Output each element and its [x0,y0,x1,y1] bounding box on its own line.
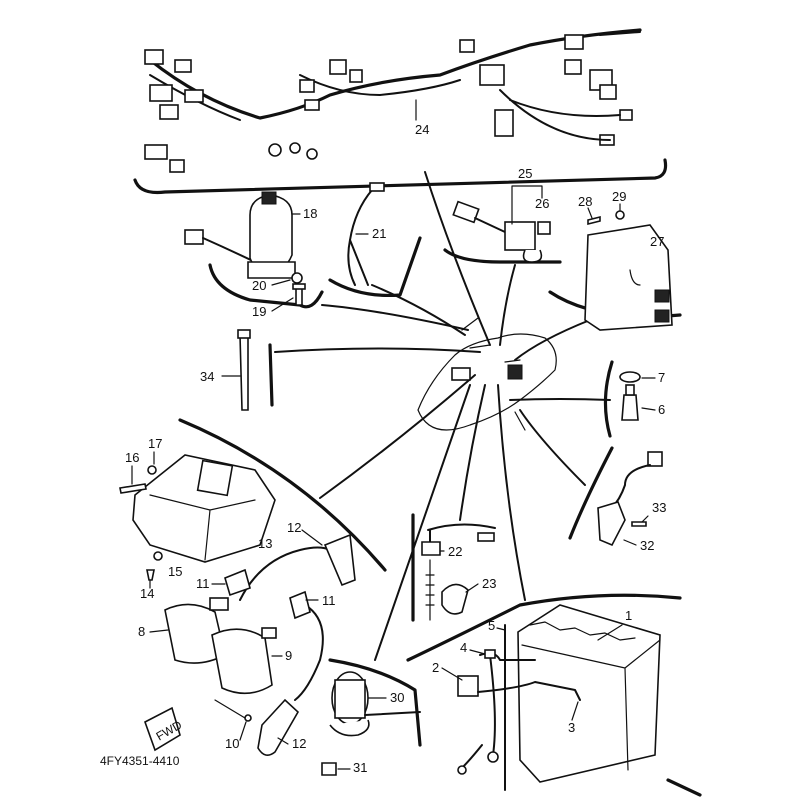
callout-28: 28 [578,194,592,209]
callout-1: 1 [625,608,632,623]
callout-10: 10 [225,736,239,751]
wire-harness-24 [144,28,642,173]
callout-15: 15 [168,564,182,579]
callout-30: 30 [390,690,404,705]
switch-icon [421,541,441,556]
callout-labels: 1 2 3 4 5 6 7 8 9 10 11 11 12 12 13 14 1… [125,122,666,775]
callout-25: 25 [518,166,532,181]
neutral-switch-6-7 [619,371,641,421]
callout-21: 21 [372,226,386,241]
callout-24: 24 [415,122,429,137]
callout-20: 20 [252,278,266,293]
callout-17: 17 [148,436,162,451]
connector-icon [647,451,663,467]
tie-band-34 [237,329,251,411]
callout-16: 16 [125,450,139,465]
callout-5: 5 [488,618,495,633]
callout-22: 22 [448,544,462,559]
relay-icon [504,221,536,251]
battery-icon [517,604,661,783]
callout-8: 8 [138,624,145,639]
control-unit-icon [584,224,673,331]
callout-14: 14 [140,586,154,601]
ignition-coils [164,533,356,756]
screw-icon [631,521,647,527]
callout-27: 27 [650,234,664,249]
connector-icon [184,229,204,245]
callout-9: 9 [285,648,292,663]
gasket-icon [619,371,641,383]
relay-block-icon [507,364,523,380]
frame-outline [417,317,557,431]
callout-26: 26 [535,196,549,211]
control-unit-27 [584,210,673,331]
callout-12b: 12 [292,736,306,751]
switch-icon [597,501,626,547]
coil-cover-13 [119,454,276,581]
cable-tie-icon [239,334,249,411]
callout-2: 2 [432,660,439,675]
switch-22-23 [421,523,496,621]
starter-30-31 [321,671,421,776]
washer-icon [291,272,303,284]
screw-icon [119,483,147,494]
ignition-switch-icon [249,194,293,273]
callout-3: 3 [568,720,575,735]
battery-group [457,604,661,791]
callout-31: 31 [353,760,367,775]
holder-icon [457,675,479,697]
ignition-switch-group [184,191,306,306]
lead-wire-21 [347,182,385,286]
plug-cap-icon [323,533,356,587]
callout-34: 34 [200,369,214,384]
plug-cap-icon [224,568,251,597]
callout-12a: 12 [287,520,301,535]
callout-33: 33 [652,500,666,515]
callout-11a: 11 [196,576,210,591]
leader-lines [274,171,611,661]
callout-11b: 11 [322,593,336,608]
callout-7: 7 [658,370,665,385]
fwd-arrow: FWD [144,706,185,752]
bolt-icon [295,287,303,306]
callout-23: 23 [482,576,496,591]
bracket-plate-icon [451,367,471,381]
drawing-code: 4FY4351-4410 [100,754,180,768]
plug-cap-icon [257,698,300,756]
bolt-icon [321,762,337,776]
screw-icon [587,215,601,226]
callout-13: 13 [258,536,272,551]
relay-25-26 [452,200,551,263]
bracket-icon [441,583,469,615]
washer-icon [147,465,157,475]
callout-18: 18 [303,206,317,221]
ignition-coil-icon [211,628,273,695]
callout-32: 32 [640,538,654,553]
callout-4: 4 [460,640,467,655]
switch-icon [621,394,639,421]
callout-29: 29 [612,189,626,204]
washer-icon [615,210,625,220]
callout-6: 6 [658,402,665,417]
callout-19: 19 [252,304,266,319]
sidestand-switch-32 [597,451,663,547]
